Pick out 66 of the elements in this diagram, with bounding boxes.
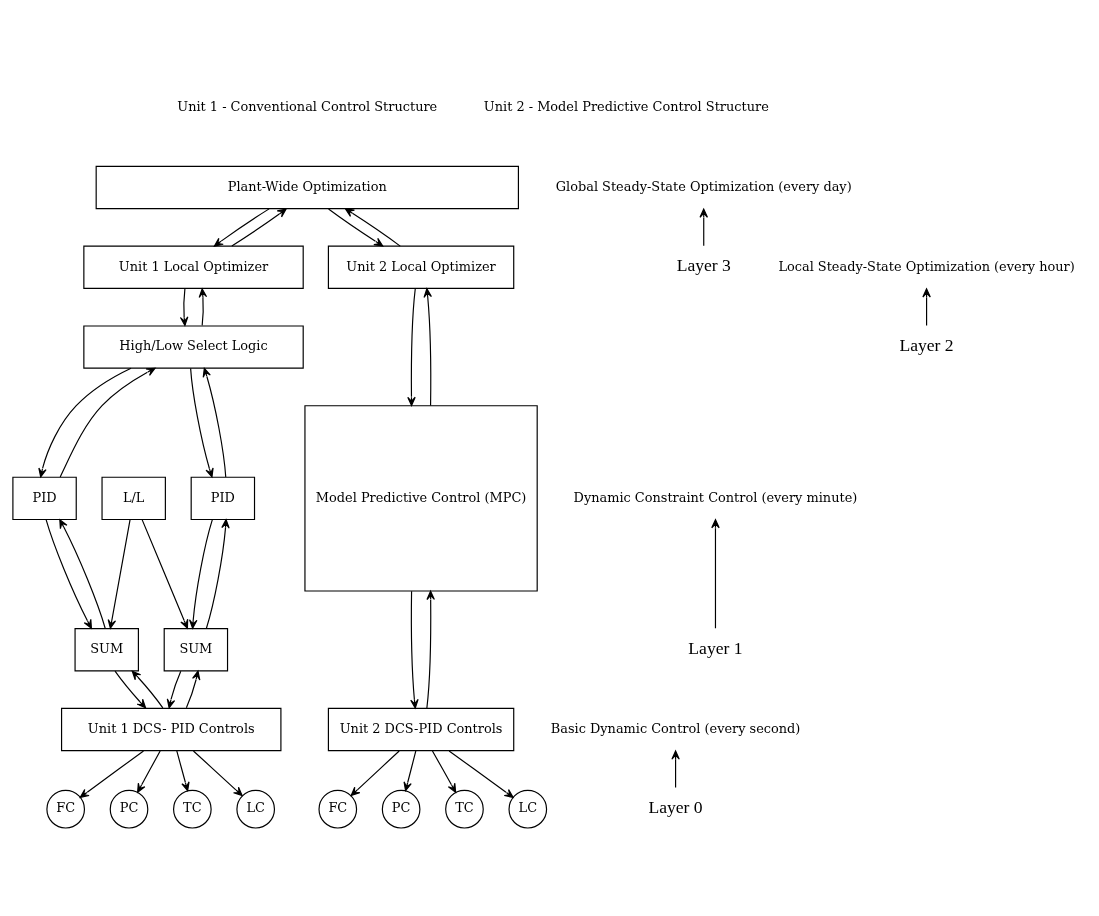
arrow (344, 207, 401, 247)
node-box: High/Low Select Logic (83, 324, 304, 369)
arrow (426, 590, 435, 709)
node-box: SUM (74, 627, 139, 671)
node-circle: PC (109, 789, 149, 829)
arrow (448, 749, 514, 798)
node-circle: FC (46, 789, 86, 829)
node-box: SUM (163, 627, 229, 671)
arrow (107, 518, 131, 629)
arrow (131, 670, 164, 708)
arrow (59, 518, 106, 629)
node-box: Model Predictive Control (MPC) (304, 404, 538, 592)
arrow (922, 287, 931, 326)
arrow (45, 518, 92, 629)
arrow (202, 367, 227, 478)
node-circle: LC (236, 789, 276, 829)
arrow (403, 749, 417, 791)
node-box: Plant-Wide Optimization (95, 165, 519, 209)
node-box: Unit 1 DCS- PID Controls (61, 707, 282, 751)
node-box: L/L (101, 476, 166, 520)
node-text: Layer 0 (648, 796, 703, 817)
node-text: Layer 3 (676, 254, 731, 275)
node-box: Unit 1 Local Optimizer (83, 245, 304, 289)
node-box: PID (190, 476, 256, 520)
node-circle: TC (173, 789, 212, 829)
node-box: Unit 2 Local Optimizer (327, 245, 515, 289)
arrow (79, 749, 145, 798)
arrow (190, 367, 214, 478)
arrow (166, 670, 182, 708)
arrow (410, 590, 419, 709)
arrow (137, 749, 161, 793)
node-box: PID (12, 476, 77, 520)
node-text: Global Steady-State Optimization (every day) (555, 178, 852, 194)
node-circle: LC (508, 789, 548, 829)
arrow (59, 367, 156, 477)
node-circle: FC (318, 789, 358, 829)
label: Unit 2 - Model Predictive Control Structure (483, 98, 769, 114)
node-box: Unit 2 DCS-PID Controls (327, 707, 515, 751)
node-text: Layer 1 (688, 637, 743, 658)
arrow (699, 208, 708, 246)
arrow (431, 749, 457, 793)
arrow (141, 518, 189, 629)
arrow (176, 749, 190, 791)
arrow (407, 287, 416, 406)
arrow (198, 287, 208, 326)
arrow (711, 518, 720, 629)
arrow (213, 207, 270, 247)
arrow (350, 749, 400, 796)
arrow (185, 670, 201, 708)
node-circle: PC (381, 789, 421, 829)
node-circle: TC (445, 789, 484, 829)
node-text: Local Steady-State Optimization (every hour) (778, 258, 1075, 274)
arrow (188, 518, 213, 629)
arrow (179, 287, 189, 326)
node-text: Layer 2 (899, 334, 954, 355)
arrow (192, 749, 243, 796)
arrow (231, 208, 287, 247)
arrow (423, 287, 432, 406)
arrow (38, 367, 132, 477)
arrow (327, 208, 384, 247)
arrow (205, 518, 230, 629)
arrow (114, 670, 147, 708)
node-text: Basic Dynamic Control (every second) (550, 720, 801, 736)
node-text: Dynamic Constraint Control (every minute) (573, 489, 858, 505)
label: Unit 1 - Conventional Control Structure (177, 98, 438, 114)
arrow (671, 749, 680, 788)
